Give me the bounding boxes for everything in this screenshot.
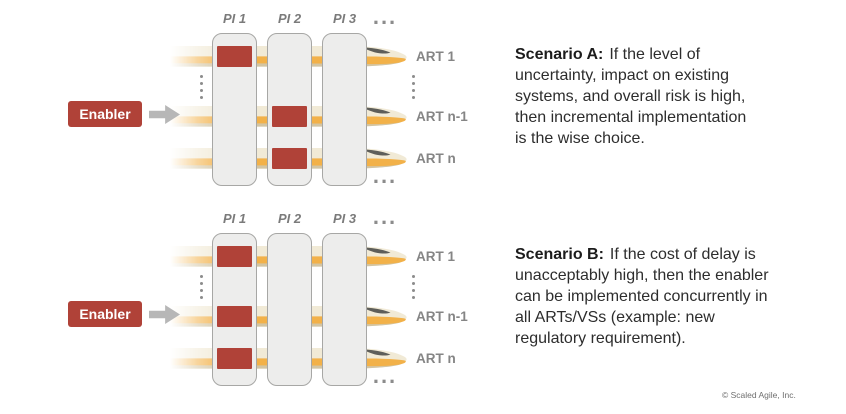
horizontal-ellipsis-icon: ... — [372, 204, 398, 229]
vertical-ellipsis-icon — [200, 75, 203, 99]
pi-2-column — [267, 233, 312, 386]
art-n-label: ART n — [416, 151, 456, 166]
scenario-a-diagram: Enabler PI 1 PI 2 PI 3 ... — [0, 0, 846, 200]
enabler-box: Enabler — [68, 301, 142, 327]
pi-3-header: PI 3 — [332, 211, 357, 226]
enabler-capacity-block — [272, 148, 307, 169]
enabler-capacity-block — [272, 106, 307, 127]
pi-2-header: PI 2 — [277, 11, 302, 26]
scenario-b-body: If the cost of delay is unacceptably hig… — [515, 246, 769, 347]
pi-3-header: PI 3 — [332, 11, 357, 26]
art-n-1-label: ART n-1 — [416, 109, 468, 124]
horizontal-ellipsis-icon: ... — [372, 4, 398, 29]
art-n-1-label: ART n-1 — [416, 309, 468, 324]
scenario-b-description: Scenario B:If the cost of delay is unacc… — [515, 244, 815, 349]
vertical-ellipsis-icon — [412, 75, 415, 99]
horizontal-ellipsis-icon: ... — [372, 163, 398, 188]
scenario-b-diagram: Enabler PI 1 PI 2 PI 3 ... ART — [0, 200, 846, 400]
pi-2-header: PI 2 — [277, 211, 302, 226]
enabler-capacity-block — [217, 306, 252, 327]
pi-1-header: PI 1 — [222, 211, 247, 226]
art-n-label: ART n — [416, 351, 456, 366]
enabler-box: Enabler — [68, 101, 142, 127]
scenario-a-description: Scenario A:If the level of uncertainty, … — [515, 44, 815, 149]
enabler-capacity-block — [217, 348, 252, 369]
vertical-ellipsis-icon — [200, 275, 203, 299]
pi-1-header: PI 1 — [222, 11, 247, 26]
scenario-a-body: If the level of uncertainty, impact on e… — [515, 46, 747, 147]
pi-3-column — [322, 233, 367, 386]
scenario-b-title: Scenario B: — [515, 246, 604, 263]
enabler-capacity-block — [217, 246, 252, 267]
pi-3-column — [322, 33, 367, 186]
horizontal-ellipsis-icon: ... — [372, 363, 398, 388]
copyright-notice: © Scaled Agile, Inc. — [722, 390, 796, 400]
art-1-label: ART 1 — [416, 249, 456, 264]
enabler-capacity-block — [217, 46, 252, 67]
scenario-a-title: Scenario A: — [515, 46, 604, 63]
vertical-ellipsis-icon — [412, 275, 415, 299]
art-1-label: ART 1 — [416, 49, 456, 64]
